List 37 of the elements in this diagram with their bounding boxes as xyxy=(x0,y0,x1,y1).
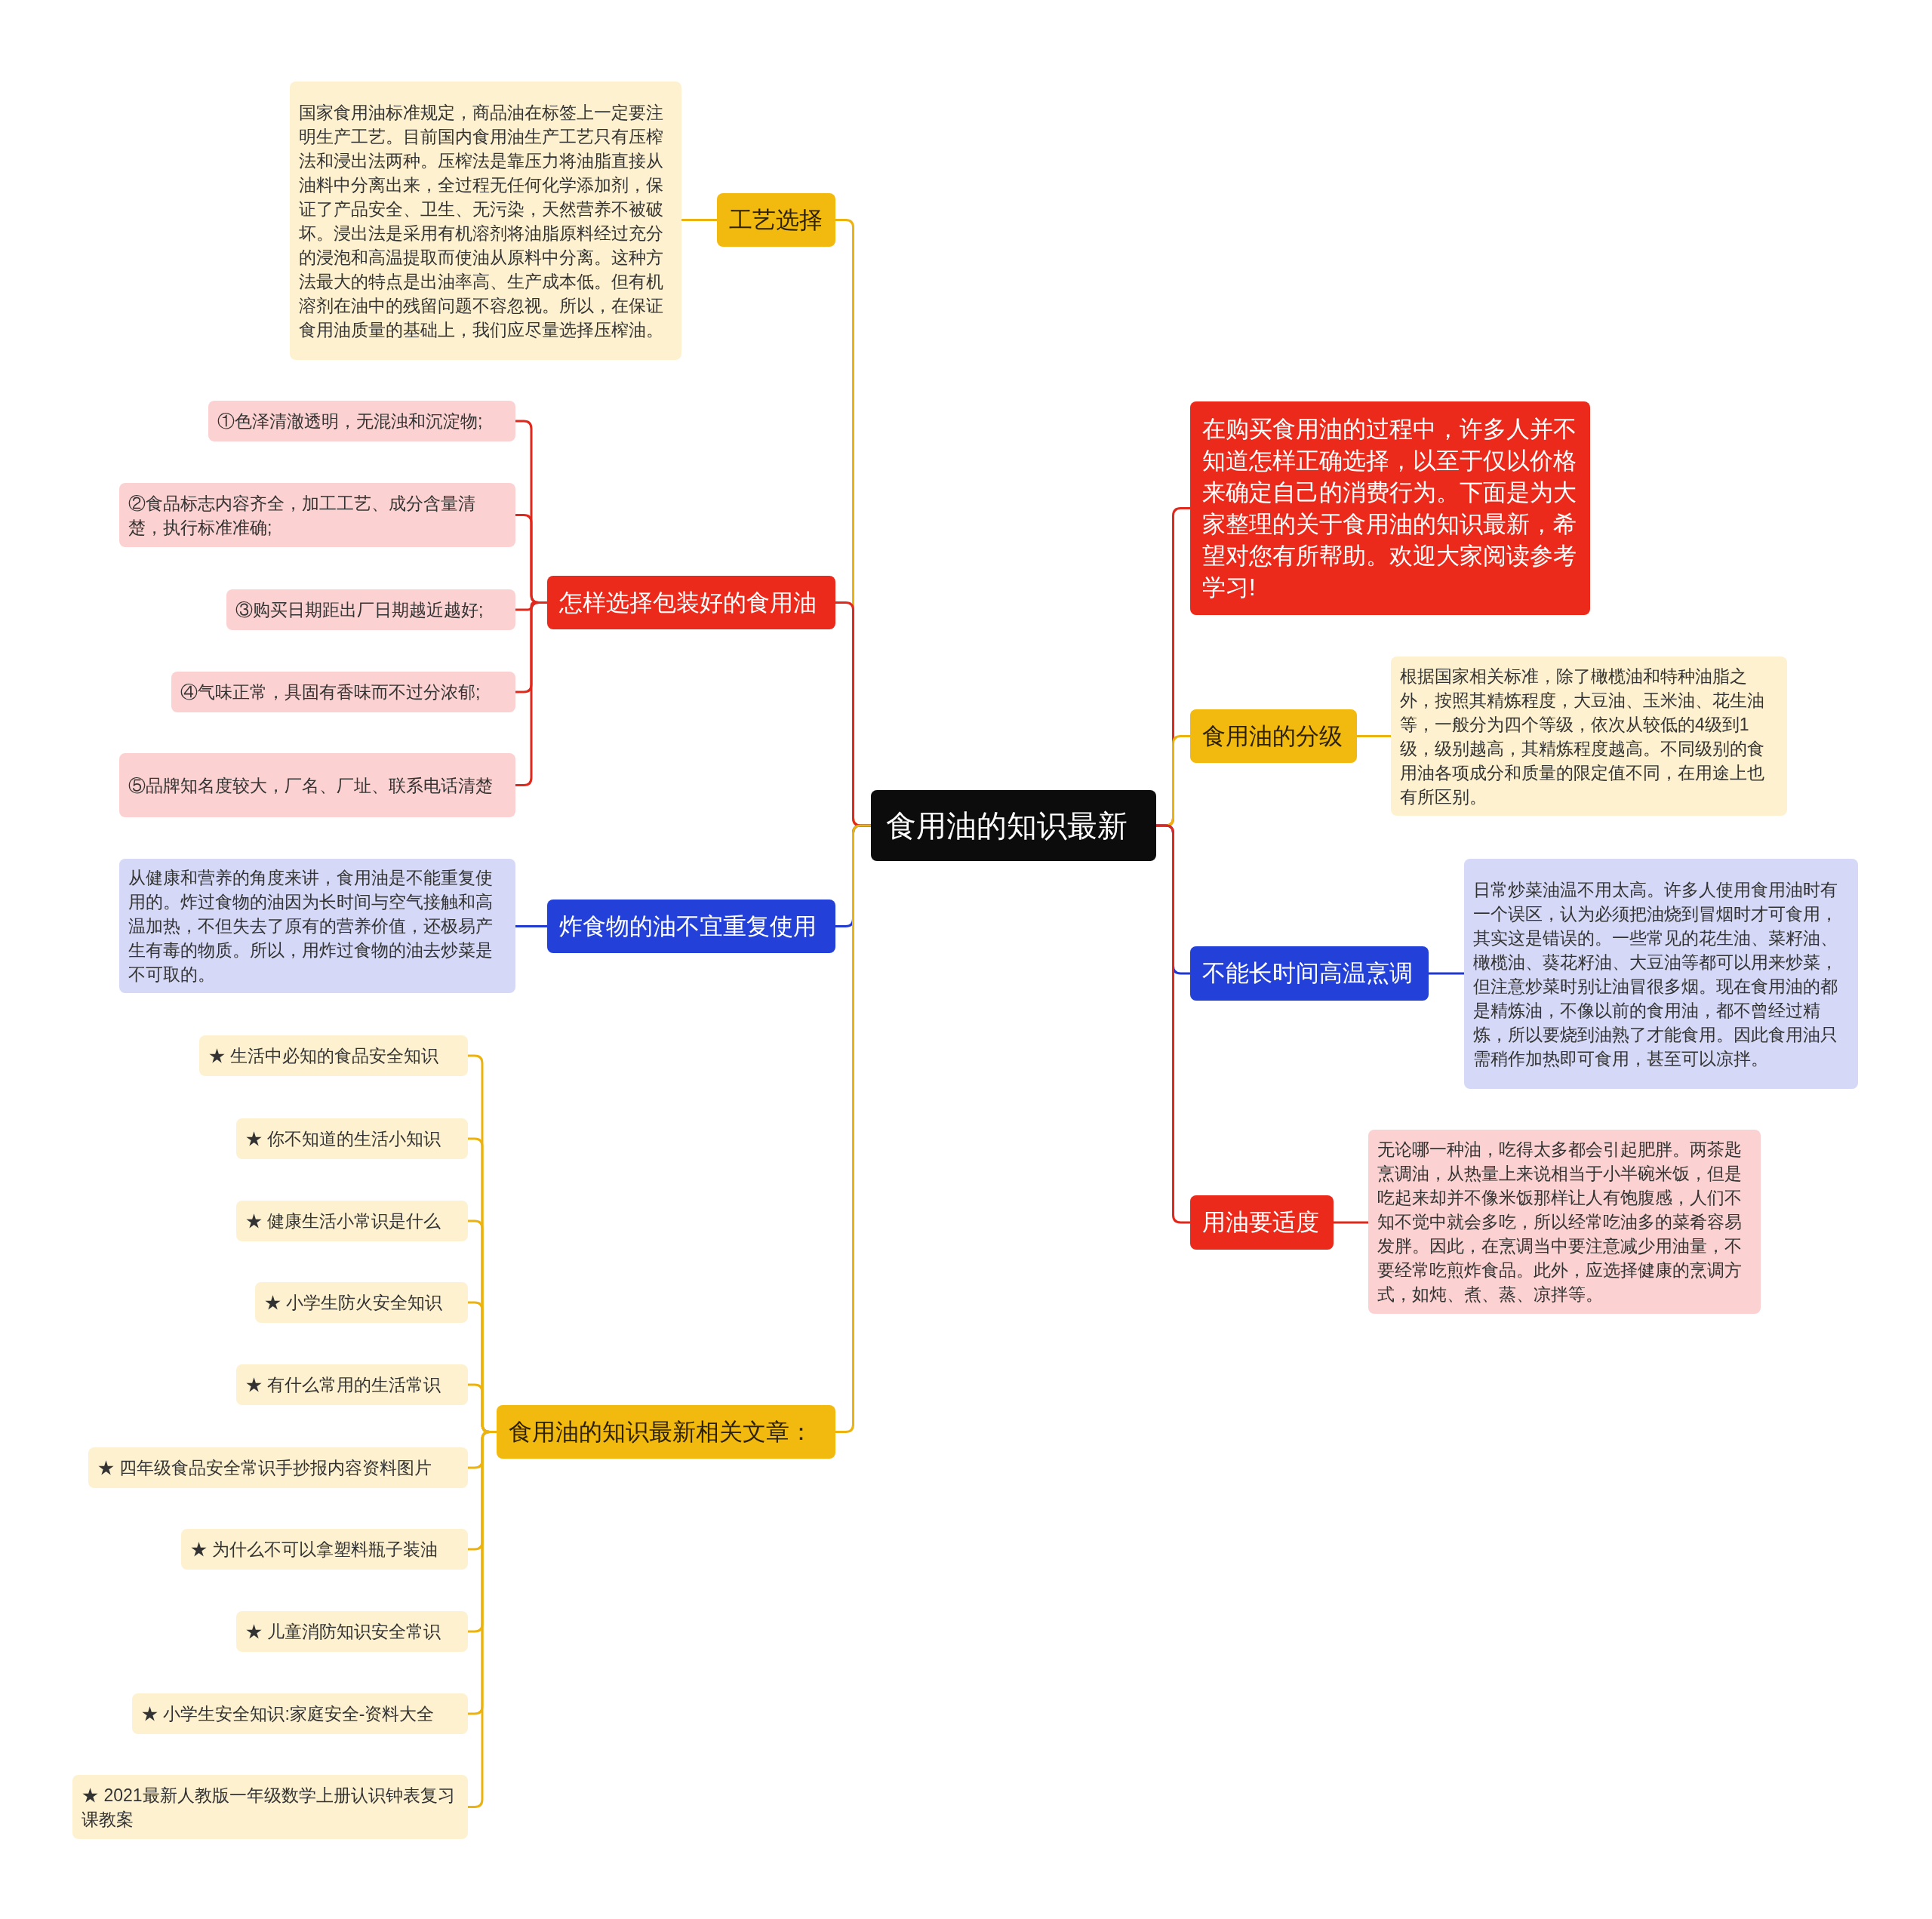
branch-topic: 食用油的知识最新相关文章： xyxy=(497,1405,835,1459)
note-card: 根据国家相关标准，除了橄榄油和特种油脂之外，按照其精炼程度，大豆油、玉米油、花生油等，一般分为四个等级，依次从较低的4级到1级，级别越高，其精炼程度越高。不同级别的食用油各项成分和质量的限定值不同，在用途上也有所区别。 xyxy=(1391,657,1787,816)
branch-topic: 食用油的分级 xyxy=(1190,709,1357,763)
branch-topic: 怎样选择包装好的食用油 xyxy=(547,576,835,629)
branch-topic: 不能长时间高温烹调 xyxy=(1190,946,1429,1001)
branch-topic: 用油要适度 xyxy=(1190,1195,1334,1250)
connector-line xyxy=(1429,972,1464,975)
note-card: 无论哪一种油，吃得太多都会引起肥胖。两茶匙烹调油，从热量上来说相当于小半碗米饭，但是吃起来却并不像米饭那样让人有饱腹感，人们不知不觉中就会多吃，所以经常吃油多的菜肴容易发胖。因此，在烹调当中要注意减少用油量，不要经常吃煎炸食品。此外，应选择健康的烹调方式，如炖、煮、蒸、凉拌等。 xyxy=(1368,1130,1761,1314)
connector-line xyxy=(1156,824,1190,1224)
note-card: ★ 小学生安全知识:家庭安全-资料大全 xyxy=(132,1693,468,1734)
note-card: 日常炒菜油温不用太高。许多人使用食用油时有一个误区，认为必须把油烧到冒烟时才可食用，其实这是错误的。一些常见的花生油、菜籽油、橄榄油、葵花籽油、大豆油等都可以用来炒菜，但注意炒菜时别让油冒很多烟。现在食用油的都是精炼油，不像以前的食用油，都不曾经过精炼，所以要烧到油熟了才能食用。因此食用油只需稍作加热即可食用，甚至可以凉拌。 xyxy=(1464,859,1858,1089)
note-card: ★ 生活中必知的食品安全知识 xyxy=(199,1035,468,1076)
branch-topic: 炸食物的油不宜重复使用 xyxy=(547,900,835,953)
central-topic: 食用油的知识最新 xyxy=(871,790,1156,861)
note-card: 国家食用油标准规定，商品油在标签上一定要注明生产工艺。目前国内食用油生产工艺只有压榨法和浸出法两种。压榨法是靠压力将油脂直接从油料中分离出来，全过程无任何化学添加剂，保证了产品安全、卫生、无污染，天然营养不被破坏。浸出法是采用有机溶剂将油脂原料经过充分的浸泡和高温提取而使油从原料中分离。这种方法最大的特点是出油率高、生产成本低。但有机溶剂在油中的残留问题不容忽视。所以，在保证食用油质量的基础上，我们应尽量选择压榨油。 xyxy=(290,81,681,360)
note-card: ★ 你不知道的生活小知识 xyxy=(236,1118,468,1159)
connector-line xyxy=(515,925,547,927)
note-card: ⑤品牌知名度较大，厂名、厂址、联系电话清楚 xyxy=(119,753,515,817)
note-card: ③购买日期距出厂日期越近越好; xyxy=(226,589,515,630)
connector-line xyxy=(1334,1221,1368,1224)
branch-topic: 在购买食用油的过程中，许多人并不知道怎样正确选择，以至于仅以价格来确定自己的消费行为。下面是为大家整理的关于食用油的知识最新，希望对您有所帮助。欢迎大家阅读参考学习! xyxy=(1190,401,1590,615)
note-card: ①色泽清澈透明，无混浊和沉淀物; xyxy=(208,401,515,441)
connector-line xyxy=(515,601,547,786)
note-card: ★ 有什么常用的生活常识 xyxy=(236,1364,468,1405)
branch-topic: 工艺选择 xyxy=(717,193,835,247)
connector-line xyxy=(1357,735,1391,737)
note-card: ②食品标志内容齐全，加工工艺、成分含量清楚，执行标准准确; xyxy=(119,483,515,547)
note-card: ★ 为什么不可以拿塑料瓶子装油 xyxy=(181,1529,468,1570)
note-card: ★ 小学生防火安全知识 xyxy=(255,1282,468,1323)
connector-line xyxy=(835,824,871,1433)
note-card: ④气味正常，具固有香味而不过分浓郁; xyxy=(171,672,515,712)
note-card: ★ 2021最新人教版一年级数学上册认识钟表复习课教案 xyxy=(72,1775,468,1839)
note-card: ★ 儿童消防知识安全常识 xyxy=(236,1611,468,1652)
note-card: ★ 健康生活小常识是什么 xyxy=(236,1201,468,1241)
connector-line xyxy=(681,219,717,221)
note-card: ★ 四年级食品安全常识手抄报内容资料图片 xyxy=(88,1447,468,1488)
note-card: 从健康和营养的角度来讲，食用油是不能重复使用的。炸过食物的油因为长时间与空气接触和高温加热，不但失去了原有的营养价值，还极易产生有毒的物质。所以，用炸过食物的油去炒菜是不可取的。 xyxy=(119,859,515,993)
